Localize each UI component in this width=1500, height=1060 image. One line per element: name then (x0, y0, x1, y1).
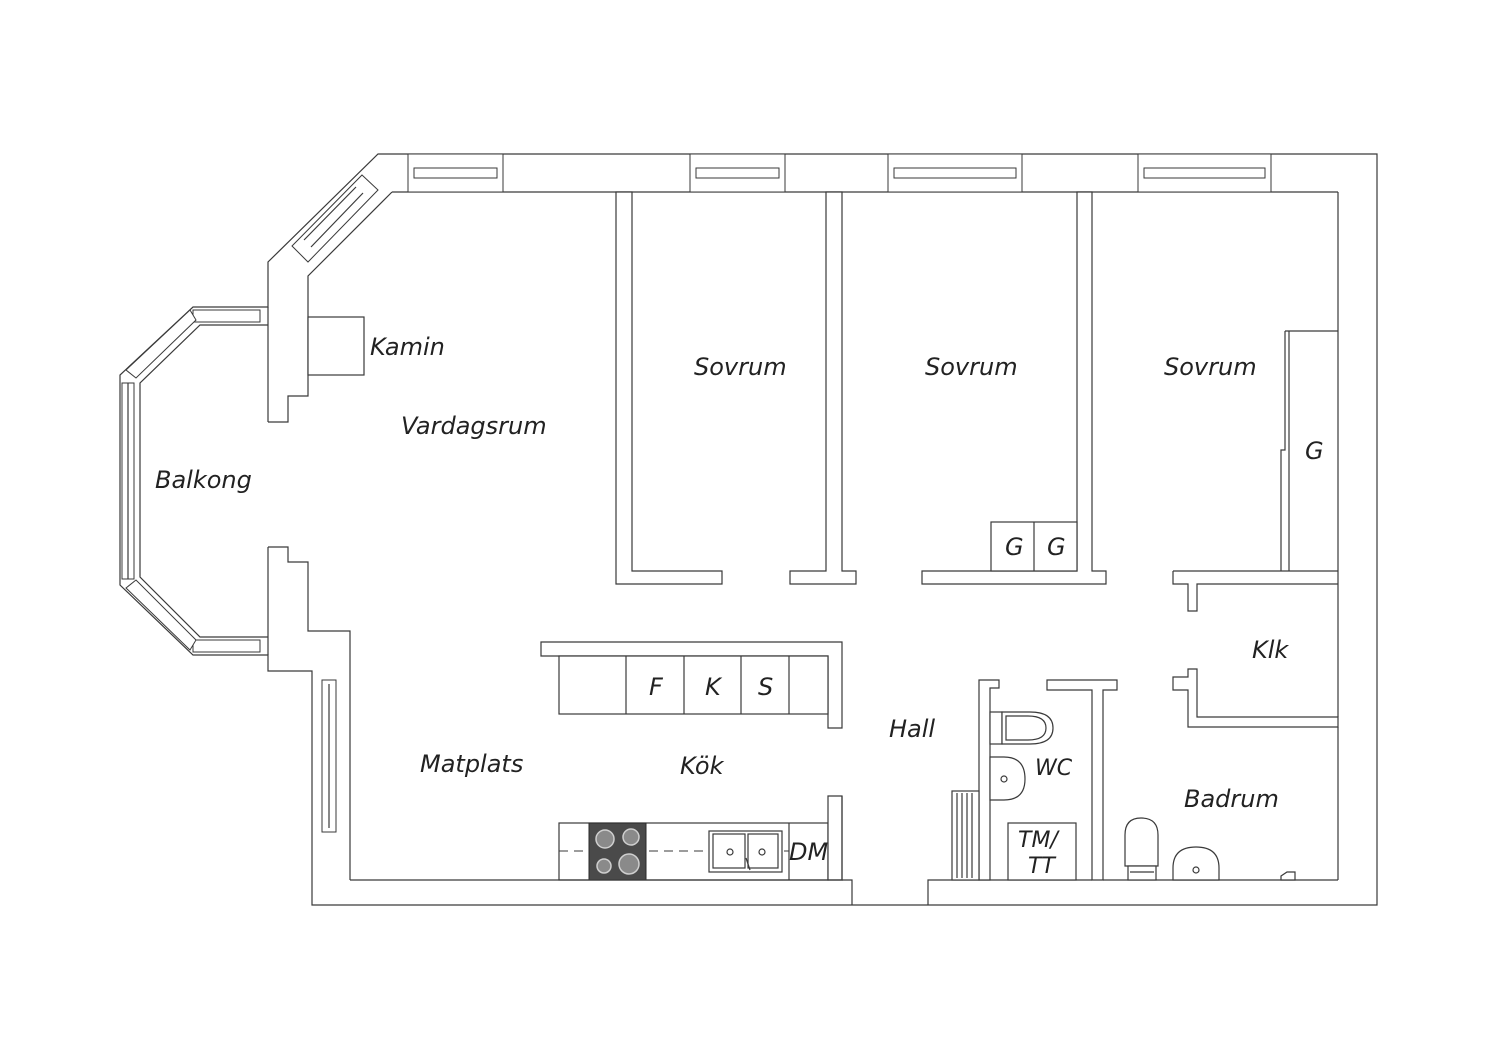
label-wardrobe-right: G (1305, 437, 1324, 465)
label-balkong: Balkong (155, 466, 252, 494)
label-dishwasher: DM (789, 838, 828, 866)
radiator (951, 790, 980, 881)
label-sovrum-3: Sovrum (1164, 353, 1257, 381)
label-klk: Klk (1252, 636, 1289, 664)
label-sovrum-1: Sovrum (694, 353, 787, 381)
label-hall: Hall (889, 715, 935, 743)
label-wardrobe-b: G (1047, 533, 1066, 561)
label-fridge: F (649, 673, 664, 701)
balcony-walls (139, 324, 268, 638)
label-sovrum-2: Sovrum (925, 353, 1018, 381)
label-wardrobe-a: G (1005, 533, 1024, 561)
label-matplats: Matplats (420, 750, 523, 778)
label-freezer: K (705, 673, 723, 701)
wardrobes-bedroom-2 (990, 521, 1078, 572)
wc-walls (951, 679, 1118, 881)
bathroom-walls (1103, 668, 1339, 881)
label-washer-line-2: TT (1028, 854, 1056, 879)
washer-dryer (1007, 822, 1077, 881)
label-vardagsrum: Vardagsrum (401, 412, 547, 440)
kitchen-upper-counter (540, 641, 843, 729)
label-wc: WC (1035, 756, 1073, 781)
label-washer-line-1: TM/ (1018, 828, 1060, 853)
kitchen-lower-counter (558, 795, 843, 881)
fireplace (307, 316, 365, 376)
windows (121, 153, 1272, 833)
label-kok: Kök (680, 752, 725, 780)
label-cabinet: S (758, 673, 773, 701)
bedroom-walls (615, 191, 1339, 880)
label-kamin: Kamin (370, 333, 445, 361)
label-badrum: Badrum (1184, 785, 1279, 813)
